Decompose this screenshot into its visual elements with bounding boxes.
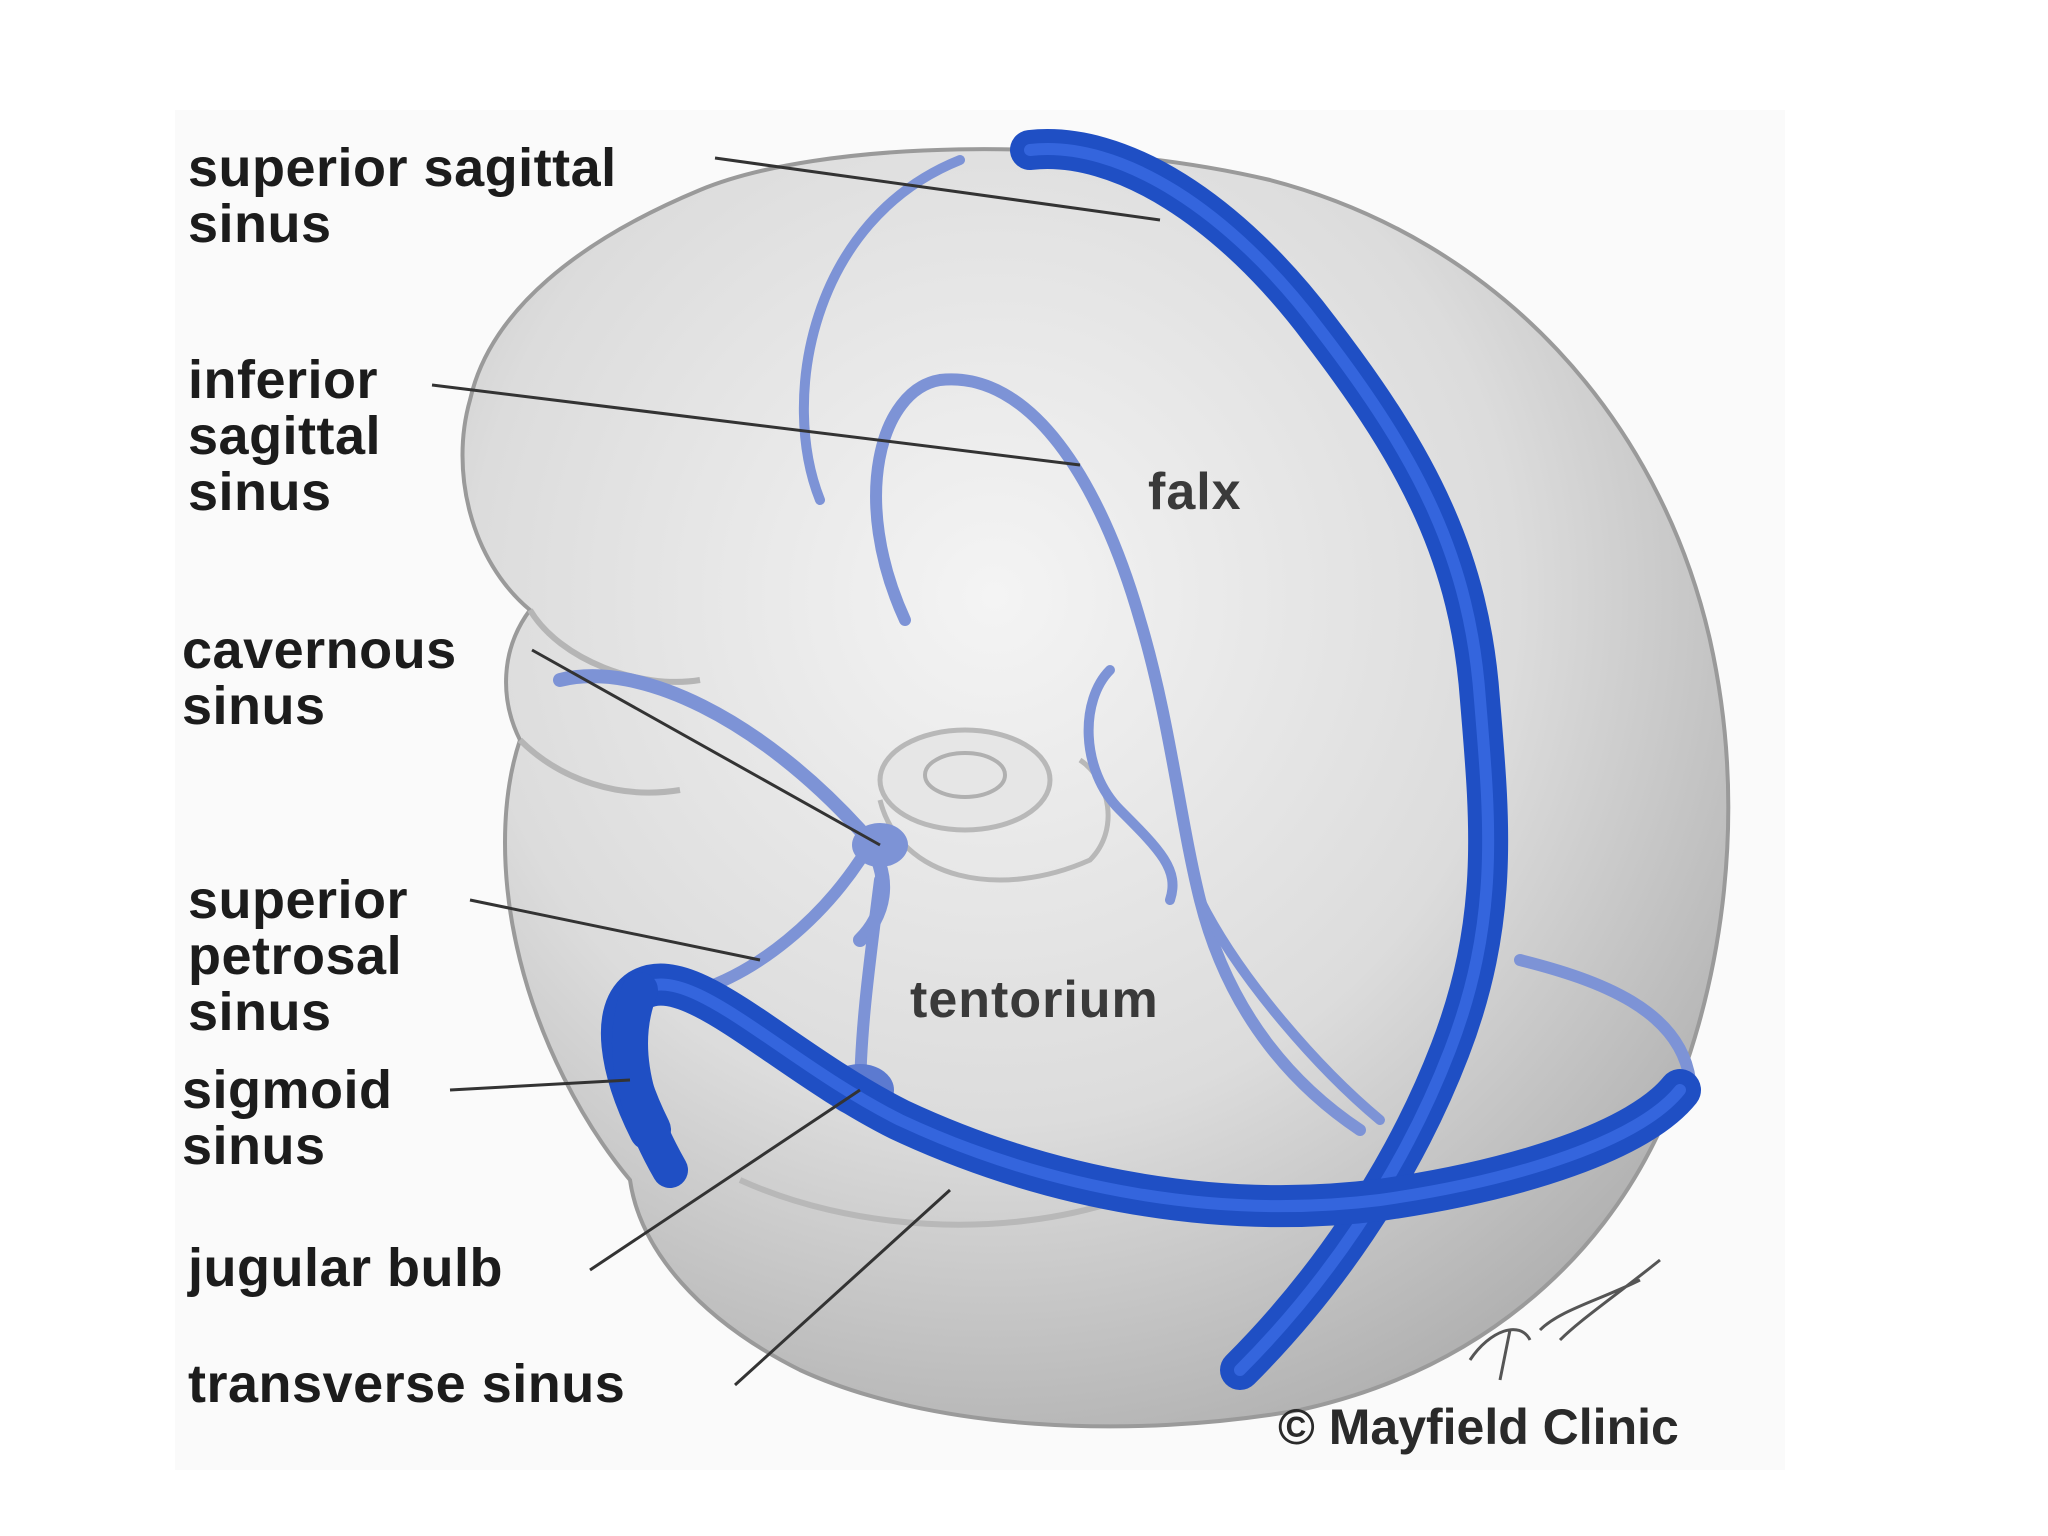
label-cavernous-sinus: cavernous sinus bbox=[182, 620, 457, 736]
label-inferior-sagittal-sinus: inferior sagittal sinus bbox=[188, 350, 382, 522]
leader-sigmoid bbox=[449, 1078, 631, 1092]
sigmoid-sinus-vessel bbox=[612, 972, 688, 1188]
superior-petrosal-sinus-vessel bbox=[694, 854, 866, 996]
structure-label-falx: falx bbox=[1148, 463, 1242, 521]
inferior-sagittal-sinus-vessel bbox=[870, 373, 1366, 1136]
leader-lines bbox=[431, 156, 1161, 1387]
brainstem-inner bbox=[923, 751, 1007, 799]
label-transverse-sinus: transverse sinus bbox=[188, 1354, 626, 1414]
leader-cavernous bbox=[531, 648, 881, 847]
brainstem bbox=[877, 727, 1053, 833]
structure-label-tentorium: tentorium bbox=[910, 971, 1159, 1029]
right-petrosal bbox=[1083, 665, 1178, 905]
leader-inferior-sagittal bbox=[431, 383, 1081, 467]
minor-sinuses bbox=[553, 155, 1696, 1136]
right-transverse-light bbox=[1514, 954, 1696, 1086]
straight-sinus bbox=[1195, 895, 1385, 1125]
label-superior-sagittal-sinus: superior sagittal sinus bbox=[188, 138, 617, 254]
occipital-fold bbox=[738, 1177, 1121, 1228]
copyright-notice: © Mayfield Clinic bbox=[1278, 1399, 1679, 1455]
leader-transverse bbox=[733, 1188, 952, 1387]
artist-signature bbox=[1468, 1258, 1661, 1381]
label-superior-petrosal-sinus: superior petrosal sinus bbox=[188, 870, 409, 1042]
temporal-fold bbox=[517, 737, 681, 796]
falx-vein-upper bbox=[798, 155, 965, 505]
label-jugular-bulb: jugular bulb bbox=[188, 1238, 503, 1298]
leader-superior-petrosal bbox=[469, 898, 761, 962]
frontal-fold bbox=[527, 608, 701, 685]
leader-jugular bbox=[589, 1088, 861, 1272]
brain-outline bbox=[460, 147, 1731, 1429]
label-sigmoid-sinus: sigmoid sinus bbox=[182, 1060, 393, 1176]
leader-superior-sagittal bbox=[714, 156, 1161, 222]
